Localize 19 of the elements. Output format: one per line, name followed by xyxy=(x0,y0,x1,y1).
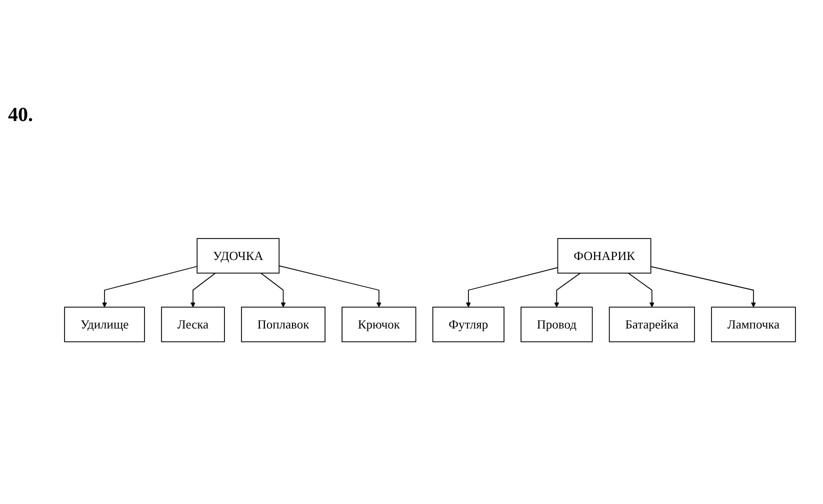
arrow xyxy=(628,272,654,308)
node-box: Футляр xyxy=(432,306,504,342)
arrow xyxy=(554,272,581,308)
node-box: Удилище xyxy=(64,306,145,342)
arrow xyxy=(278,265,382,308)
node-box: Провод xyxy=(520,306,593,342)
arrow xyxy=(190,272,216,308)
node-box: Крючок xyxy=(342,306,416,342)
node-box: Лампочка xyxy=(711,306,796,342)
arrow xyxy=(650,266,756,308)
node-box: ФОНАРИК xyxy=(557,238,652,274)
exercise-number: 40. xyxy=(8,104,33,127)
node-box: Поплавок xyxy=(241,306,326,342)
arrow xyxy=(466,267,558,308)
node-box: УДОЧКА xyxy=(196,238,280,274)
arrow xyxy=(260,272,286,308)
node-box: Леска xyxy=(161,306,225,342)
node-box: Батарейка xyxy=(608,306,695,342)
arrow xyxy=(102,266,198,308)
